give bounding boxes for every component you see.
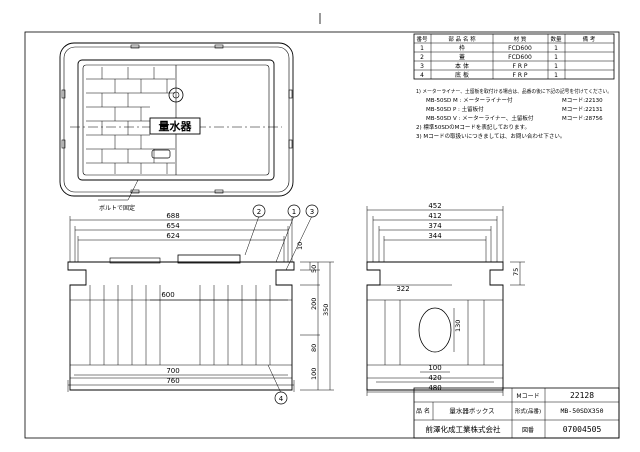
- th-qty: 数量: [550, 35, 562, 43]
- row4-no: 4: [420, 72, 424, 79]
- row2-qty: 1: [554, 54, 558, 61]
- dim-654: 654: [166, 222, 180, 230]
- dim-100: 100: [428, 364, 441, 372]
- dim-700: 700: [166, 367, 179, 375]
- row3-no: 3: [420, 63, 424, 70]
- dim-420: 420: [428, 374, 441, 382]
- dim-688: 688: [166, 212, 179, 220]
- note-1-m-code: Mコード:22130: [562, 97, 603, 104]
- row3-name: 本 体: [455, 62, 469, 70]
- dim-50: 50: [310, 265, 318, 273]
- bolt-callout: ボルトで固定: [99, 204, 135, 212]
- row1-qty: 1: [554, 45, 558, 52]
- th-no: 番号: [416, 36, 428, 43]
- dim-75: 75: [512, 268, 520, 276]
- pipe-opening: [418, 307, 452, 353]
- balloon-2: [252, 204, 266, 218]
- model-value: MB-50SDX350: [560, 407, 603, 415]
- company-name: 前澤化成工業株式会社: [426, 424, 501, 434]
- row4-material: F R P: [512, 72, 527, 79]
- note-1-p-code: Mコード:22131: [562, 106, 603, 113]
- row2-material: FCD600: [508, 54, 532, 61]
- dim-760: 760: [166, 377, 179, 385]
- dim-452: 452: [428, 202, 441, 210]
- notes: 1) メーターライナー、土留板を取付ける場合は、品番の後に下記の記号を付けてくだ…: [416, 88, 612, 140]
- note-1: 1) メーターライナー、土留板を取付ける場合は、品番の後に下記の記号を付けてくだ…: [416, 88, 612, 95]
- parts-table: 番号 部 品 名 称 材 質 数量 備 考 1 枠 FCD600 1 2 蓋 F…: [413, 33, 615, 80]
- note-1-v-code: Mコード:28756: [562, 115, 603, 122]
- front-view: 688 654 624 600 700 760 10 50 200 350 80…: [67, 204, 334, 405]
- row2-name: 蓋: [459, 53, 465, 61]
- dim-130: 130: [454, 320, 462, 332]
- row3-qty: 1: [554, 63, 558, 70]
- row4-name: 底 板: [455, 71, 469, 79]
- mcode-label: Mコード: [516, 393, 539, 400]
- balloon-1-label: 1: [292, 208, 296, 216]
- dim-600: 600: [161, 291, 174, 299]
- th-name: 部 品 名 称: [448, 35, 476, 43]
- note-2: 2) 標準50SDのMコードを表記しております。: [416, 123, 530, 131]
- dim-412: 412: [428, 212, 441, 220]
- balloon-4-label: 4: [279, 395, 284, 403]
- balloon-2-label: 2: [257, 208, 261, 216]
- name-value: 量水器ボックス: [449, 406, 494, 415]
- row1-no: 1: [420, 45, 424, 52]
- dim-200: 200: [310, 298, 318, 310]
- balloon-1: [287, 204, 301, 218]
- dim-350: 350: [322, 304, 330, 316]
- balloon-4: [274, 391, 288, 405]
- side-view: 452 412 374 344 322 100 420 480 75 130: [366, 202, 525, 396]
- row1-material: FCD600: [508, 45, 532, 52]
- dim-624: 624: [166, 232, 180, 240]
- row4-qty: 1: [554, 72, 558, 79]
- brick-pattern: [86, 67, 175, 174]
- balloon-3-label: 3: [310, 208, 314, 216]
- dim-10: 10: [296, 242, 304, 250]
- drawing-no-label: 図番: [522, 427, 534, 434]
- dim-80: 80: [310, 344, 318, 352]
- dim-344: 344: [428, 232, 442, 240]
- note-1-v: MB-50SD V : メーターライナー、土留板付: [426, 114, 534, 122]
- plan-view: 量水器 ボルトで固定: [59, 42, 294, 212]
- th-note: 備 考: [583, 35, 596, 43]
- note-3: 3) Mコードの取扱いにつきましては、お問い合わせ下さい。: [416, 132, 565, 140]
- dim-374: 374: [428, 222, 442, 230]
- title-block: Mコード 22128 品 名 量水器ボックス 形式(品番) MB-50SDX35…: [413, 387, 620, 439]
- name-label: 品 名: [416, 407, 430, 415]
- dim-322: 322: [396, 285, 409, 293]
- note-1-m: MB-50SD M : メーターライナー付: [426, 96, 513, 104]
- dim-100: 100: [310, 368, 318, 380]
- row3-material: F R P: [512, 63, 527, 70]
- th-material: 材 質: [514, 35, 527, 43]
- model-label: 形式(品番): [515, 407, 541, 415]
- balloon-3: [305, 204, 319, 218]
- drawing-no-value: 07004505: [563, 425, 602, 434]
- row1-name: 枠: [459, 44, 465, 52]
- keyhole-icon: [168, 87, 184, 103]
- row2-no: 2: [420, 54, 424, 61]
- lid-label: 量水器: [159, 119, 193, 133]
- drawing-border: [24, 31, 620, 439]
- mcode-value: 22128: [570, 391, 594, 400]
- note-1-p: MB-50SD P : 土留板付: [426, 105, 484, 113]
